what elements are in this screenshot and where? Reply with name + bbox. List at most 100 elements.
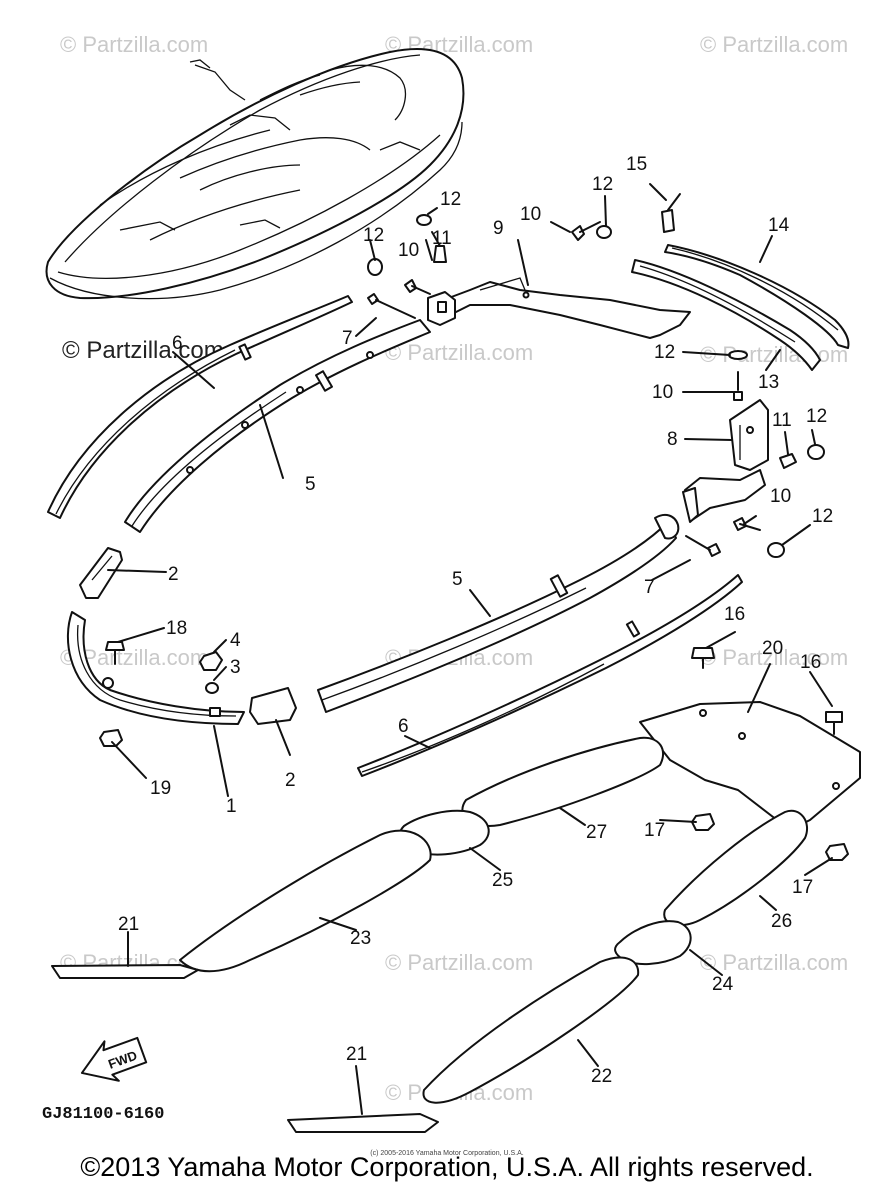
callout-20: 20 (762, 638, 783, 659)
callout-23: 23 (350, 928, 371, 949)
bolt-16 (691, 647, 715, 659)
callout-2: 2 (168, 564, 179, 585)
mat-parts (51, 701, 861, 1133)
callout-16: 16 (800, 652, 821, 673)
watercraft-illustration (45, 48, 465, 300)
part-2-lower-cap (249, 687, 297, 725)
callout-10: 10 (652, 382, 673, 403)
watermark: © Partzilla.com (60, 32, 208, 57)
callout-17: 17 (792, 877, 813, 898)
part-6-lower-strip (357, 574, 743, 777)
rivet-11 (779, 453, 797, 469)
callout-10: 10 (398, 240, 419, 261)
part-2-upper-cap (79, 547, 123, 599)
mat-part-21b (287, 1113, 439, 1133)
mat-part-26 (663, 809, 808, 927)
part-14-rear-strip (664, 244, 850, 349)
callout-7: 7 (342, 328, 353, 349)
pin-15 (661, 209, 675, 233)
rivet-11 (433, 245, 447, 263)
part-8-bracket (682, 399, 769, 523)
callout-18: 18 (166, 618, 187, 639)
callout-10: 10 (520, 204, 541, 225)
cap-12 (807, 444, 825, 460)
bolt-18 (105, 641, 125, 651)
mat-part-21a (51, 964, 199, 979)
callout-12: 12 (363, 225, 384, 246)
callout-26: 26 (771, 911, 792, 932)
watermark: © Partzilla.com (700, 950, 848, 975)
callout-21: 21 (118, 914, 139, 935)
mat-part-27 (461, 736, 665, 827)
callout-5: 5 (452, 569, 463, 590)
cap-12 (416, 214, 432, 226)
watermark: © Partzilla.com (700, 32, 848, 57)
nut-19 (99, 729, 123, 747)
part-1-bumper (66, 611, 245, 725)
mat-part-20 (639, 701, 861, 831)
callouts: 6 5 2 18 4 3 19 1 2 5 6 7 7 12 10 11 12 … (118, 154, 833, 1087)
callout-27: 27 (586, 822, 607, 843)
watermark: © Partzilla.com (62, 337, 224, 364)
part-5-lower-rail (317, 513, 680, 713)
callout-8: 8 (667, 429, 678, 450)
watermark: © Partzilla.com (385, 340, 533, 365)
leader-lines (107, 183, 833, 1115)
callout-7: 7 (644, 577, 655, 598)
nut-4 (199, 651, 223, 671)
watermark: © Partzilla.com (700, 645, 848, 670)
washer-3 (205, 682, 219, 694)
callout-12: 12 (440, 189, 461, 210)
rivet-10 (571, 225, 585, 241)
watermark: © Partzilla.com (385, 950, 533, 975)
callout-14: 14 (768, 215, 790, 236)
small-copyright: (c) 2005-2016 Yamaha Motor Corporation, … (370, 1150, 524, 1157)
callout-3: 3 (230, 657, 241, 678)
callout-19: 19 (150, 778, 171, 799)
copyright-notice: ©2013 Yamaha Motor Corporation, U.S.A. A… (80, 1152, 814, 1182)
cap-12 (367, 258, 383, 276)
callout-12: 12 (592, 174, 613, 195)
callout-9: 9 (493, 218, 504, 239)
rivet-10 (733, 391, 743, 401)
part-6-upper-strip (47, 295, 353, 519)
callout-1: 1 (226, 796, 237, 817)
callout-6: 6 (398, 716, 409, 737)
callout-12: 12 (812, 506, 833, 527)
mat-part-23 (179, 829, 432, 973)
cap-12 (728, 350, 748, 360)
callout-17: 17 (644, 820, 665, 841)
callout-22: 22 (591, 1066, 612, 1087)
callout-11: 11 (432, 228, 452, 249)
callout-25: 25 (492, 870, 513, 891)
callout-21: 21 (346, 1044, 367, 1065)
fwd-arrow-icon: FWD (80, 1036, 148, 1082)
nut-17 (825, 843, 849, 861)
callout-13: 13 (758, 372, 779, 393)
cap-12 (767, 542, 785, 558)
watermarks: © Partzilla.com © Partzilla.com © Partzi… (60, 32, 848, 1105)
callout-16: 16 (724, 604, 745, 625)
callout-5: 5 (305, 474, 316, 495)
part-13-rear-strip (631, 259, 821, 371)
mat-part-24 (614, 920, 692, 966)
screw-7-upper (367, 293, 416, 319)
hardware (99, 193, 849, 861)
rivet-pin (411, 285, 431, 295)
callout-24: 24 (712, 974, 734, 995)
callout-15: 15 (626, 154, 647, 175)
screw-7-lower (685, 535, 721, 557)
diagram-code: GJ81100-6160 (42, 1105, 164, 1124)
callout-12: 12 (654, 342, 675, 363)
bolt-16 (825, 711, 843, 723)
part-9-bracket (427, 277, 691, 339)
callout-10: 10 (770, 486, 791, 507)
callout-6: 6 (172, 333, 183, 354)
callout-2: 2 (285, 770, 296, 791)
cap-12 (596, 225, 612, 239)
callout-12: 12 (806, 406, 827, 427)
callout-4: 4 (230, 630, 241, 651)
callout-11: 11 (772, 410, 792, 431)
mat-part-22 (422, 956, 640, 1104)
